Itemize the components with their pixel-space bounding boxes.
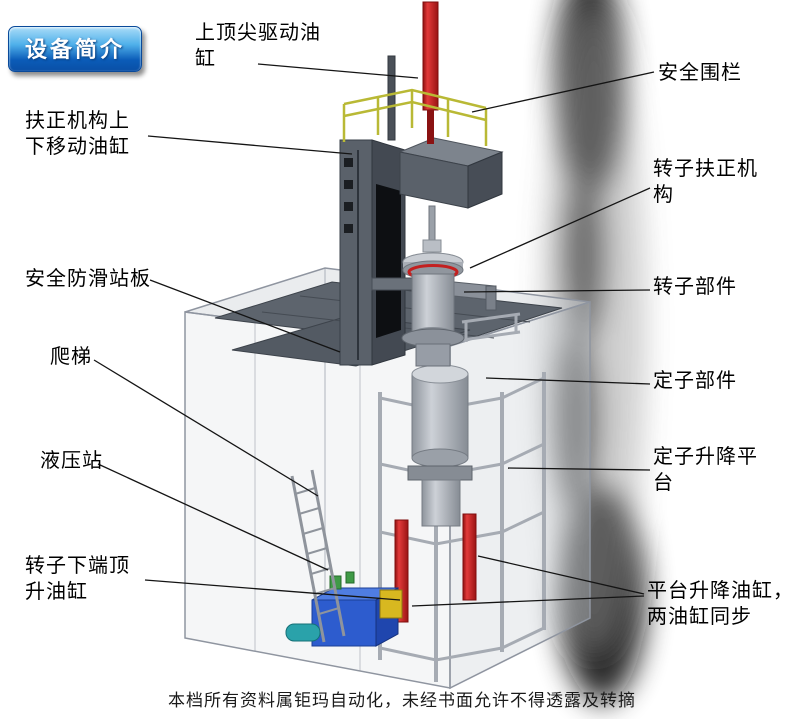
label-anti-slip-platform: 安全防滑站板 xyxy=(25,268,151,290)
upper-frame xyxy=(461,312,521,342)
label-hydraulic-station: 液压站 xyxy=(40,450,103,472)
top-drive-cylinder-rod xyxy=(387,1,439,144)
centering-column xyxy=(339,139,406,366)
label-platform-lift-cylinders: 平台升降油缸， 两油缸同步 xyxy=(647,580,794,628)
label-stator-lift-platform: 定子升降平 台 xyxy=(653,446,758,494)
label-stator-component: 定子部件 xyxy=(653,370,737,392)
label-rotor-centering: 转子扶正机 构 xyxy=(653,158,758,206)
smoke-shadow xyxy=(542,0,646,703)
stator-lift-frame xyxy=(378,372,546,682)
title-badge: 设备简介 xyxy=(8,26,143,72)
ladder-graphic xyxy=(290,469,346,643)
label-rotor-bottom-jack: 转子下端顶 升油缸 xyxy=(25,555,130,603)
label-top-drive-cylinder: 上顶尖驱动油 缸 xyxy=(195,22,321,70)
stator-assembly xyxy=(407,364,473,527)
head-block xyxy=(398,137,504,209)
label-safety-fence: 安全围栏 xyxy=(658,62,742,84)
rotor-assembly xyxy=(371,205,497,367)
label-rotor-component: 转子部件 xyxy=(653,276,737,298)
label-ladder: 爬梯 xyxy=(50,346,92,368)
label-centering-move-cylinder: 扶正机构上 下移动油缸 xyxy=(25,110,130,158)
footer-note: 本档所有资料属钜玛自动化，未经书面允许不得透露及转摘 xyxy=(168,691,636,710)
safety-fence-railing xyxy=(342,88,488,146)
leader-lines xyxy=(93,63,655,607)
